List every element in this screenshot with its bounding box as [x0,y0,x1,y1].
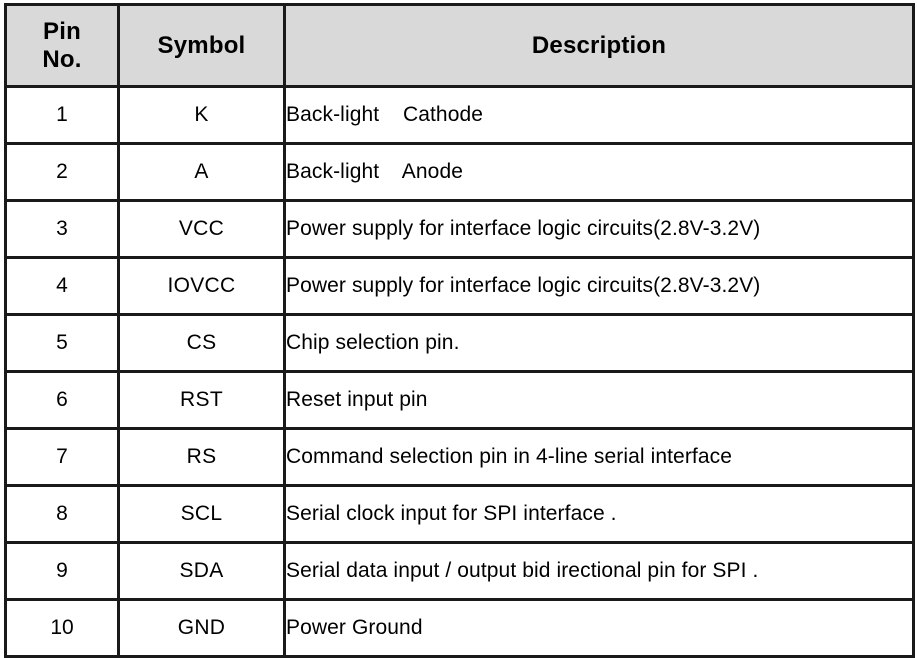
cell-description: Chip selection pin. [283,313,915,373]
cell-symbol: A [117,142,286,202]
cell-pin-no: 10 [4,598,120,658]
cell-description: Back-light Anode [283,142,915,202]
cell-pin-no: 2 [4,142,120,202]
cell-symbol: GND [117,598,286,658]
cell-symbol: RS [117,427,286,487]
cell-symbol: SDA [117,541,286,601]
cell-symbol: K [117,85,286,145]
cell-description: Power supply for interface logic circuit… [283,256,915,316]
table-header-row: Pin No. Symbol Description [4,3,915,88]
column-header-description: Description [283,3,915,88]
cell-pin-no: 3 [4,199,120,259]
cell-pin-no: 4 [4,256,120,316]
cell-description: Serial data input / output bid irectiona… [283,541,915,601]
column-header-symbol: Symbol [117,3,286,88]
column-header-pin-no-line1: Pin [43,17,81,45]
cell-symbol: VCC [117,199,286,259]
cell-description: Reset input pin [283,370,915,430]
cell-pin-no: 1 [4,85,120,145]
cell-description: Serial clock input for SPI interface . [283,484,915,544]
cell-symbol: SCL [117,484,286,544]
column-header-pin-no-line2: No. [42,45,82,73]
cell-description: Power supply for interface logic circuit… [283,199,915,259]
cell-pin-no: 8 [4,484,120,544]
cell-description: Command selection pin in 4-line serial i… [283,427,915,487]
cell-pin-no: 6 [4,370,120,430]
table-header: Pin No. Symbol Description [4,3,915,88]
cell-description: Back-light Cathode [283,85,915,145]
cell-pin-no: 9 [4,541,120,601]
column-header-pin-no: Pin No. [4,3,120,88]
cell-symbol: CS [117,313,286,373]
cell-description: Power Ground [283,598,915,658]
cell-symbol: IOVCC [117,256,286,316]
cell-pin-no: 7 [4,427,120,487]
cell-symbol: RST [117,370,286,430]
cell-pin-no: 5 [4,313,120,373]
